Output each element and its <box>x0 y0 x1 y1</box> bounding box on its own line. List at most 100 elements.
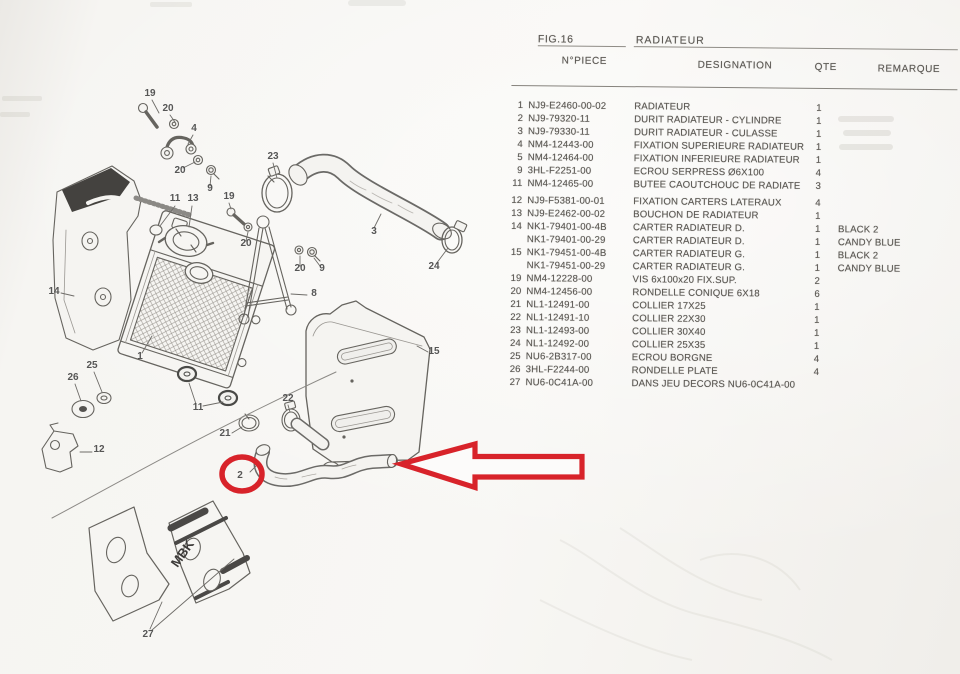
scan-artifact <box>838 116 894 150</box>
cell-item-number: 2 <box>517 113 524 125</box>
callout-label: 20 <box>240 238 252 249</box>
cell-item-number: 27 <box>509 376 521 389</box>
callout-label: 21 <box>219 428 231 439</box>
highlight-arrow <box>391 440 585 492</box>
cell-item-number: 9 <box>517 165 523 177</box>
cell-item-number: 24 <box>509 337 522 350</box>
cell-qty: 1 <box>814 262 821 274</box>
cell-remark: CANDY BLUE <box>837 237 901 249</box>
callout-label: 11 <box>170 193 181 204</box>
cell-remark <box>837 115 957 129</box>
panel-edge-line <box>51 371 337 519</box>
radiator <box>117 210 276 389</box>
cell-qty: 1 <box>815 128 822 140</box>
cell-piece-number: NM4-12465-00 <box>527 178 594 190</box>
fasteners-top <box>137 102 321 262</box>
cell-qty: 4 <box>815 197 821 209</box>
leader-lines <box>60 99 449 631</box>
cell-remark <box>837 154 957 168</box>
cell-remark <box>836 180 956 194</box>
cell-piece-number: NL1-12493-00 <box>526 325 590 337</box>
cell-designation: DANS JEU DECORS NU6-0C41A-00 <box>631 378 796 391</box>
callout-label: 26 <box>67 372 79 383</box>
cell-item-number <box>510 259 522 272</box>
cell-item-number: 20 <box>510 285 522 298</box>
cell-remark <box>837 167 957 181</box>
support-stand <box>238 215 297 325</box>
cell-remark <box>836 210 956 224</box>
callout-label: 14 <box>48 286 60 297</box>
cell-qty <box>811 379 835 392</box>
callout-label: 4 <box>191 123 197 134</box>
table-rows: 1 NJ9-E2460-00-02 RADIATEUR 1 2 NJ9-7932… <box>509 99 958 393</box>
callout-label: 25 <box>86 360 98 371</box>
cell-piece-number: NU6-2B317-00 <box>525 351 592 363</box>
cell-piece-number: NJ9-79320-11 <box>528 113 591 125</box>
figure-label: FIG.16 <box>537 33 626 48</box>
cell-remark <box>835 327 955 341</box>
cell-item-number: 14 <box>511 221 523 233</box>
cell-piece-number: NK1-79401-00-4B <box>527 221 607 233</box>
cell-piece-number: NL1-12491-10 <box>526 312 590 324</box>
cell-item-number: 26 <box>509 363 521 376</box>
cell-item-number: 3 <box>517 126 524 138</box>
cell-remark: BLACK 2 <box>838 224 879 236</box>
cell-piece-number: NM4-12464-00 <box>527 152 594 164</box>
cell-piece-number: NK1-79451-00-4B <box>526 247 607 259</box>
table-header: N°PIECE DESIGNATION QTE REMARQUE <box>511 45 958 91</box>
cell-item-number: 12 <box>511 195 523 207</box>
left-side-panel <box>52 165 193 351</box>
cell-remark <box>835 353 955 367</box>
circled-callout-label: 2 <box>237 470 243 481</box>
cell-piece-number: NJ9-F5381-00-01 <box>527 195 605 207</box>
cell-item-number: 4 <box>517 139 523 151</box>
bracket-12 <box>41 422 79 473</box>
callout-label: 20 <box>174 165 186 176</box>
col-header-qty: QTE <box>814 61 838 74</box>
cell-remark <box>835 288 955 302</box>
cell-qty: 1 <box>813 340 820 352</box>
cell-piece-number: NM4-12456-00 <box>526 286 593 298</box>
col-header-piece: N°PIECE <box>561 55 608 67</box>
cell-qty: 2 <box>814 275 821 287</box>
radiator-cap <box>157 225 215 257</box>
cell-piece-number: NM4-12228-00 <box>526 273 593 285</box>
decal-left <box>88 506 170 622</box>
col-header-remark: REMARQUE <box>877 63 941 76</box>
callout-label: 8 <box>311 288 317 299</box>
cell-qty: 4 <box>813 353 820 365</box>
cell-piece-number: NJ9-E2462-00-02 <box>527 208 606 220</box>
cell-remark <box>835 275 955 289</box>
cell-item-number: 22 <box>510 311 522 324</box>
callout-label: 19 <box>223 191 235 202</box>
callout-label: 13 <box>187 193 199 204</box>
cell-remark <box>836 197 956 211</box>
cell-item-number: 1 <box>517 100 524 112</box>
highlight-annotations <box>219 440 585 494</box>
cell-qty: 6 <box>814 288 820 300</box>
parts-table: FIG.16 RADIATEUR N°PIECE DESIGNATION QTE… <box>509 26 958 393</box>
rubber-mounts <box>176 365 239 407</box>
cell-remark: BLACK 2 <box>837 250 879 262</box>
cell-qty: 1 <box>814 236 821 248</box>
hose-clamp-21 <box>238 413 260 432</box>
cell-qty: 1 <box>816 102 822 114</box>
cell-piece-number: NL1-12491-00 <box>526 299 590 311</box>
upper-bracket-4 <box>160 135 197 160</box>
cell-piece-number: NK1-79401-00-29 <box>526 234 606 246</box>
cell-piece-number: NK1-79451-00-29 <box>526 260 606 272</box>
hose-clamp-23 <box>261 165 293 213</box>
cell-piece-number: NL1-12492-00 <box>525 338 590 350</box>
cell-qty: 4 <box>815 167 822 179</box>
cell-qty: 1 <box>815 210 821 222</box>
cell-item-number: 25 <box>509 350 521 363</box>
cell-qty: 1 <box>814 314 820 326</box>
cell-qty: 1 <box>816 115 822 127</box>
cell-qty: 3 <box>815 180 822 192</box>
cell-piece-number: NJ9-79330-11 <box>527 126 590 138</box>
callout-label: 9 <box>207 183 213 194</box>
cell-remark <box>835 340 955 354</box>
cell-qty: 1 <box>815 223 821 235</box>
scan-artifact <box>0 0 406 117</box>
